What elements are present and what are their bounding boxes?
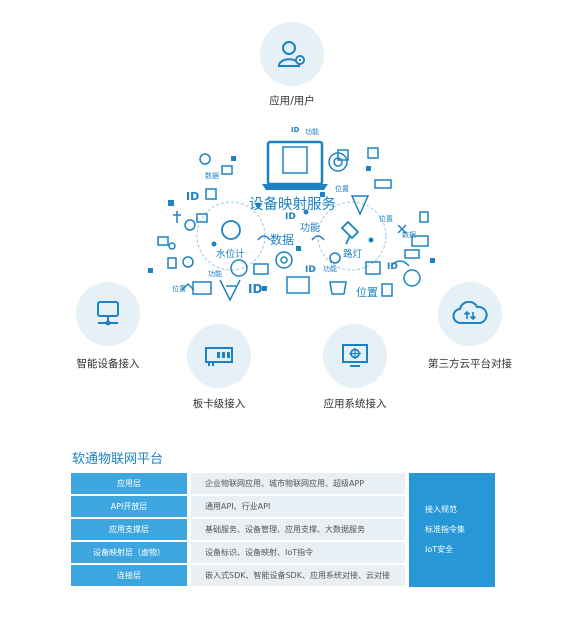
user-gear-icon bbox=[277, 41, 305, 67]
mini-position-3: 位置 bbox=[172, 285, 186, 293]
layer-row: API开放层 通用API、行业API bbox=[71, 495, 495, 519]
mini-id-2: ID bbox=[186, 190, 200, 203]
mini-position-2: 位置 bbox=[379, 215, 393, 223]
mini-id-6: ID bbox=[387, 262, 398, 272]
mini-data-2: 数据 bbox=[402, 231, 416, 239]
circuit-board-icon bbox=[205, 347, 233, 366]
platform-layers-table: 应用层 企业物联网应用、城市物联网应用、超级APP 接入规范 标准指令集 IoT… bbox=[71, 473, 495, 588]
side-item: IoT安全 bbox=[425, 545, 454, 554]
layer-desc: 嵌入式SDK、智能设备SDK、应用系统对接、云对接 bbox=[189, 564, 407, 588]
side-item: 接入规范 bbox=[425, 505, 457, 514]
board-node bbox=[187, 324, 251, 388]
layer-row: 应用层 企业物联网应用、城市物联网应用、超级APP 接入规范 标准指令集 IoT… bbox=[71, 473, 495, 587]
filled-glyphs bbox=[148, 156, 435, 291]
layer-desc: 通用API、行业API bbox=[189, 495, 407, 519]
mini-function: 功能 bbox=[305, 128, 319, 136]
device-glyphs bbox=[157, 147, 429, 302]
cloud-platform-label: 第三方云平台对接 bbox=[428, 358, 512, 370]
mini-id-4: ID bbox=[248, 282, 263, 296]
device-cloud bbox=[148, 140, 435, 302]
cloud-platform-node bbox=[438, 282, 502, 346]
compass-icon bbox=[221, 220, 241, 240]
cloud-headline: 设备映射服务 bbox=[249, 197, 336, 213]
lamp-icon bbox=[340, 220, 360, 245]
layer-name: API开放层 bbox=[71, 495, 191, 519]
target-screen-icon bbox=[342, 344, 368, 367]
app-user-node bbox=[260, 22, 324, 86]
cloud-word-function: 功能 bbox=[300, 223, 320, 234]
layer-desc: 设备标识、设备映射、IoT指令 bbox=[189, 541, 407, 565]
app-system-node bbox=[323, 324, 387, 388]
mini-id: ID bbox=[291, 126, 300, 134]
mini-data: 数据 bbox=[205, 172, 219, 180]
side-item: 标准指令集 bbox=[425, 525, 465, 534]
cloud-word-data: 数据 bbox=[270, 233, 295, 247]
mini-id-3: ID bbox=[285, 212, 296, 222]
app-user-label: 应用/用户 bbox=[269, 95, 315, 107]
side-panel: 接入规范 标准指令集 IoT安全 bbox=[405, 473, 495, 587]
layer-name: 连接层 bbox=[71, 564, 191, 588]
board-label: 板卡级接入 bbox=[192, 398, 246, 410]
layer-name: 应用支撑层 bbox=[71, 518, 191, 542]
platform-title: 软通物联网平台 bbox=[72, 452, 164, 467]
smart-device-label: 智能设备接入 bbox=[76, 358, 140, 370]
network-node-icon bbox=[97, 301, 119, 326]
mini-function-3: 功能 bbox=[323, 265, 337, 273]
water-gauge-label: 水位计 bbox=[216, 249, 245, 260]
layer-name: 设备映射层（虚物） bbox=[71, 541, 191, 565]
monitor-icon bbox=[262, 140, 328, 190]
layer-desc: 基础服务、设备管理、应用支撑、大数据服务 bbox=[189, 518, 407, 542]
layer-name: 应用层 bbox=[71, 473, 191, 496]
layer-row: 应用支撑层 基础服务、设备管理、应用支撑、大数据服务 bbox=[71, 518, 495, 542]
layer-desc: 企业物联网应用、城市物联网应用、超级APP bbox=[189, 473, 407, 496]
street-light-label: 路灯 bbox=[343, 249, 363, 260]
mini-function-2: 功能 bbox=[208, 270, 222, 278]
app-system-label: 应用系统接入 bbox=[323, 398, 387, 410]
smart-device-node bbox=[76, 282, 140, 346]
cloud-sync-icon bbox=[452, 301, 488, 324]
layer-row: 设备映射层（虚物） 设备标识、设备映射、IoT指令 bbox=[71, 541, 495, 565]
mini-position-4: 位置 bbox=[356, 286, 378, 299]
layer-row: 连接层 嵌入式SDK、智能设备SDK、应用系统对接、云对接 bbox=[71, 564, 495, 588]
mini-position: 位置 bbox=[335, 185, 349, 193]
mini-id-5: ID bbox=[305, 265, 316, 275]
